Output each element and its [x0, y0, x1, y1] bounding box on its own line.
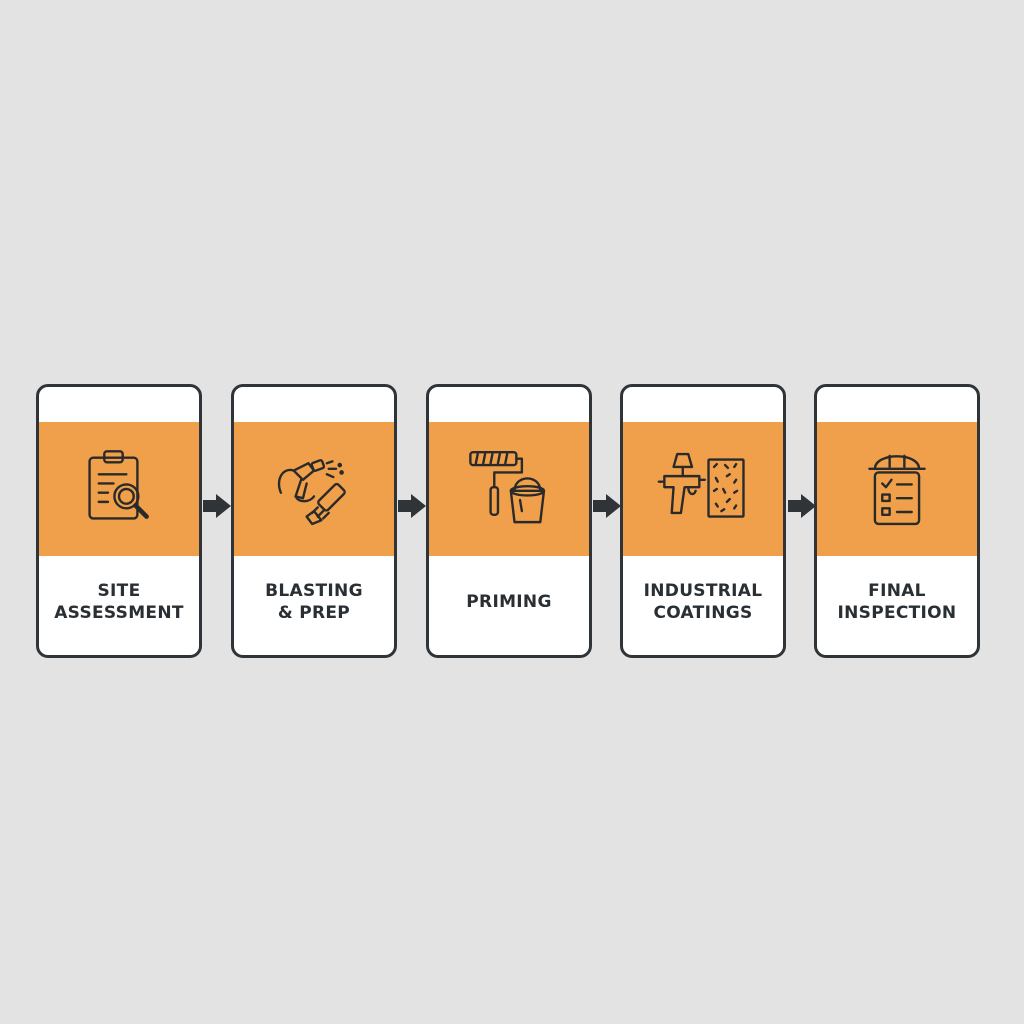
clipboard-magnifier-icon [88, 450, 149, 520]
arrow-right-icon [203, 494, 231, 518]
arrow-right-icon [788, 494, 816, 518]
arrow-right-icon [593, 494, 621, 518]
step-label: PRIMING [466, 591, 552, 612]
paint-roller-bucket-icon [469, 451, 546, 524]
step-label: INDUSTRIAL COATINGS [643, 580, 763, 623]
step-icon-band [234, 422, 394, 556]
step-icon-band [817, 422, 977, 556]
step-icon-band [623, 422, 783, 556]
step-card-priming: PRIMING [426, 384, 592, 658]
hardhat-checklist-icon [868, 454, 926, 526]
step-label: BLASTING & PREP [265, 580, 363, 623]
step-icon-band [429, 422, 589, 556]
step-icon-band [39, 422, 199, 556]
step-card-site-assessment: SITE ASSESSMENT [36, 384, 202, 658]
arrow-right-icon [398, 494, 426, 518]
spray-gun-panel-icon [657, 452, 745, 518]
step-card-final-inspection: FINAL INSPECTION [814, 384, 980, 658]
step-label: FINAL INSPECTION [837, 580, 957, 623]
step-card-industrial-coatings: INDUSTRIAL COATINGS [620, 384, 786, 658]
sandblaster-brush-icon [277, 459, 346, 526]
step-card-blasting-prep: BLASTING & PREP [231, 384, 397, 658]
step-label: SITE ASSESSMENT [54, 580, 184, 623]
